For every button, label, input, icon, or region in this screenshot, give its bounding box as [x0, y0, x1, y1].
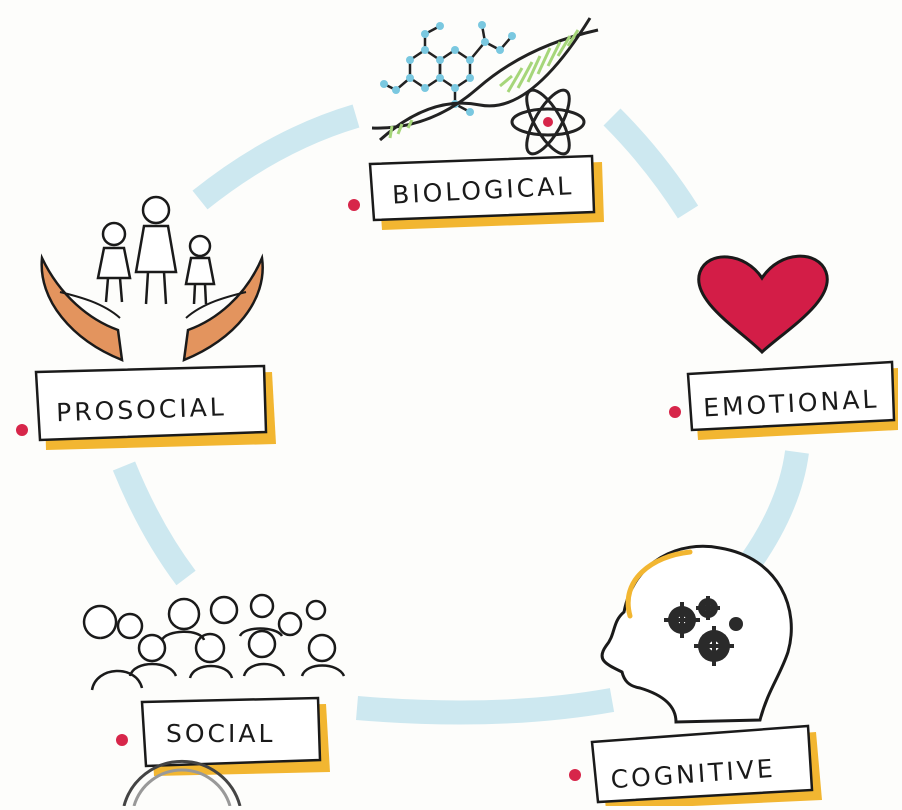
bullet-dot	[16, 424, 28, 436]
arc-emotional-cognitive	[742, 450, 809, 567]
node-label: PROSOCIAL	[56, 392, 227, 427]
cycle-arcs	[112, 104, 809, 725]
hands-family-icon	[40, 195, 264, 362]
heart-icon	[697, 254, 829, 355]
head-gears-icon	[600, 544, 793, 724]
crowd-icon	[82, 593, 346, 691]
bullet-dot	[348, 199, 360, 211]
node-prosocial: PROSOCIAL	[16, 364, 276, 450]
banner	[590, 724, 814, 804]
bullet-dot	[116, 734, 128, 746]
atom-icon	[510, 88, 586, 156]
arc-social-prosocial	[112, 461, 196, 586]
bullet-dot	[569, 769, 581, 781]
molecule-icon	[380, 21, 516, 116]
node-cognitive: COGNITIVE	[569, 724, 822, 806]
node-label: SOCIAL	[166, 719, 275, 748]
target-icon	[122, 759, 242, 806]
dna-icon	[371, 17, 599, 142]
arc-prosocial-biological	[192, 104, 360, 210]
banner	[140, 696, 322, 768]
node-social: SOCIAL	[116, 696, 330, 776]
bullet-dot	[669, 406, 681, 418]
dna-molecule-atom-icon	[371, 17, 599, 156]
arc-biological-emotional	[603, 108, 699, 219]
banner	[368, 154, 596, 222]
banner	[686, 360, 896, 432]
node-emotional: EMOTIONAL	[669, 360, 898, 440]
node-biological: BIOLOGICAL	[348, 154, 604, 230]
banner	[34, 364, 268, 442]
arc-cognitive-social	[355, 688, 615, 725]
